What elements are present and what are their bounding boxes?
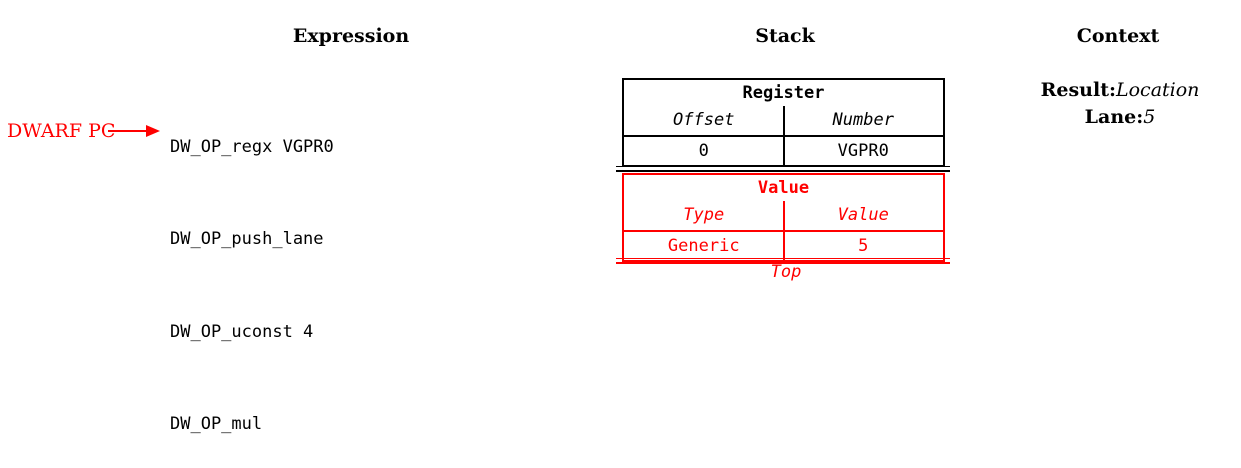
register-offset-header: Offset xyxy=(673,110,735,130)
context-column-heading: Context xyxy=(1076,25,1160,47)
register-offset-value: 0 xyxy=(698,141,709,161)
value-table-column-divider xyxy=(782,201,785,260)
register-table-title: Register xyxy=(742,83,825,103)
register-table-bottom-rule xyxy=(616,166,950,172)
value-table-title: Value xyxy=(757,178,810,198)
stack-value-table: Value Type Value Generic 5 xyxy=(622,173,945,262)
context-lane-value: 5 xyxy=(1143,106,1156,128)
expression-column-heading: Expression xyxy=(292,25,410,47)
value-table-bottom-rule xyxy=(616,258,950,264)
value-value-header: Value xyxy=(837,205,889,225)
context-result-line: Result:Location xyxy=(1041,79,1200,101)
stack-top-label: Top xyxy=(770,262,802,282)
value-value-value: 5 xyxy=(858,236,869,256)
value-type-header: Type xyxy=(683,205,725,225)
value-type-value: Generic xyxy=(667,236,740,256)
expression-op: DW_OP_regx VGPR0 xyxy=(170,136,334,157)
dwarf-pc-arrow-line xyxy=(108,130,147,132)
expression-op: DW_OP_push_lane xyxy=(170,229,324,250)
register-table-column-divider xyxy=(782,106,785,165)
dwarf-pc-label: DWARF PC xyxy=(7,120,116,142)
stack-register-table: Register Offset Number 0 VGPR0 xyxy=(622,78,945,167)
context-lane-line: Lane:5 xyxy=(1085,106,1156,128)
stack-column-heading: Stack xyxy=(755,25,815,47)
register-number-value: VGPR0 xyxy=(837,141,889,161)
expression-op: DW_OP_mul xyxy=(170,414,263,435)
expression-op-list: DW_OP_regx VGPR0 DW_OP_push_lane DW_OP_u… xyxy=(170,70,334,468)
register-table-column-headers: Offset Number xyxy=(624,106,943,135)
context-result-label: Result: xyxy=(1040,79,1116,101)
dwarf-pc-arrow-icon xyxy=(146,125,160,137)
context-result-value: Location xyxy=(1115,79,1200,101)
context-lane-label: Lane: xyxy=(1084,106,1144,128)
value-table-column-headers: Type Value xyxy=(624,201,943,230)
expression-op: DW_OP_uconst 4 xyxy=(170,321,314,342)
register-number-header: Number xyxy=(832,110,894,130)
